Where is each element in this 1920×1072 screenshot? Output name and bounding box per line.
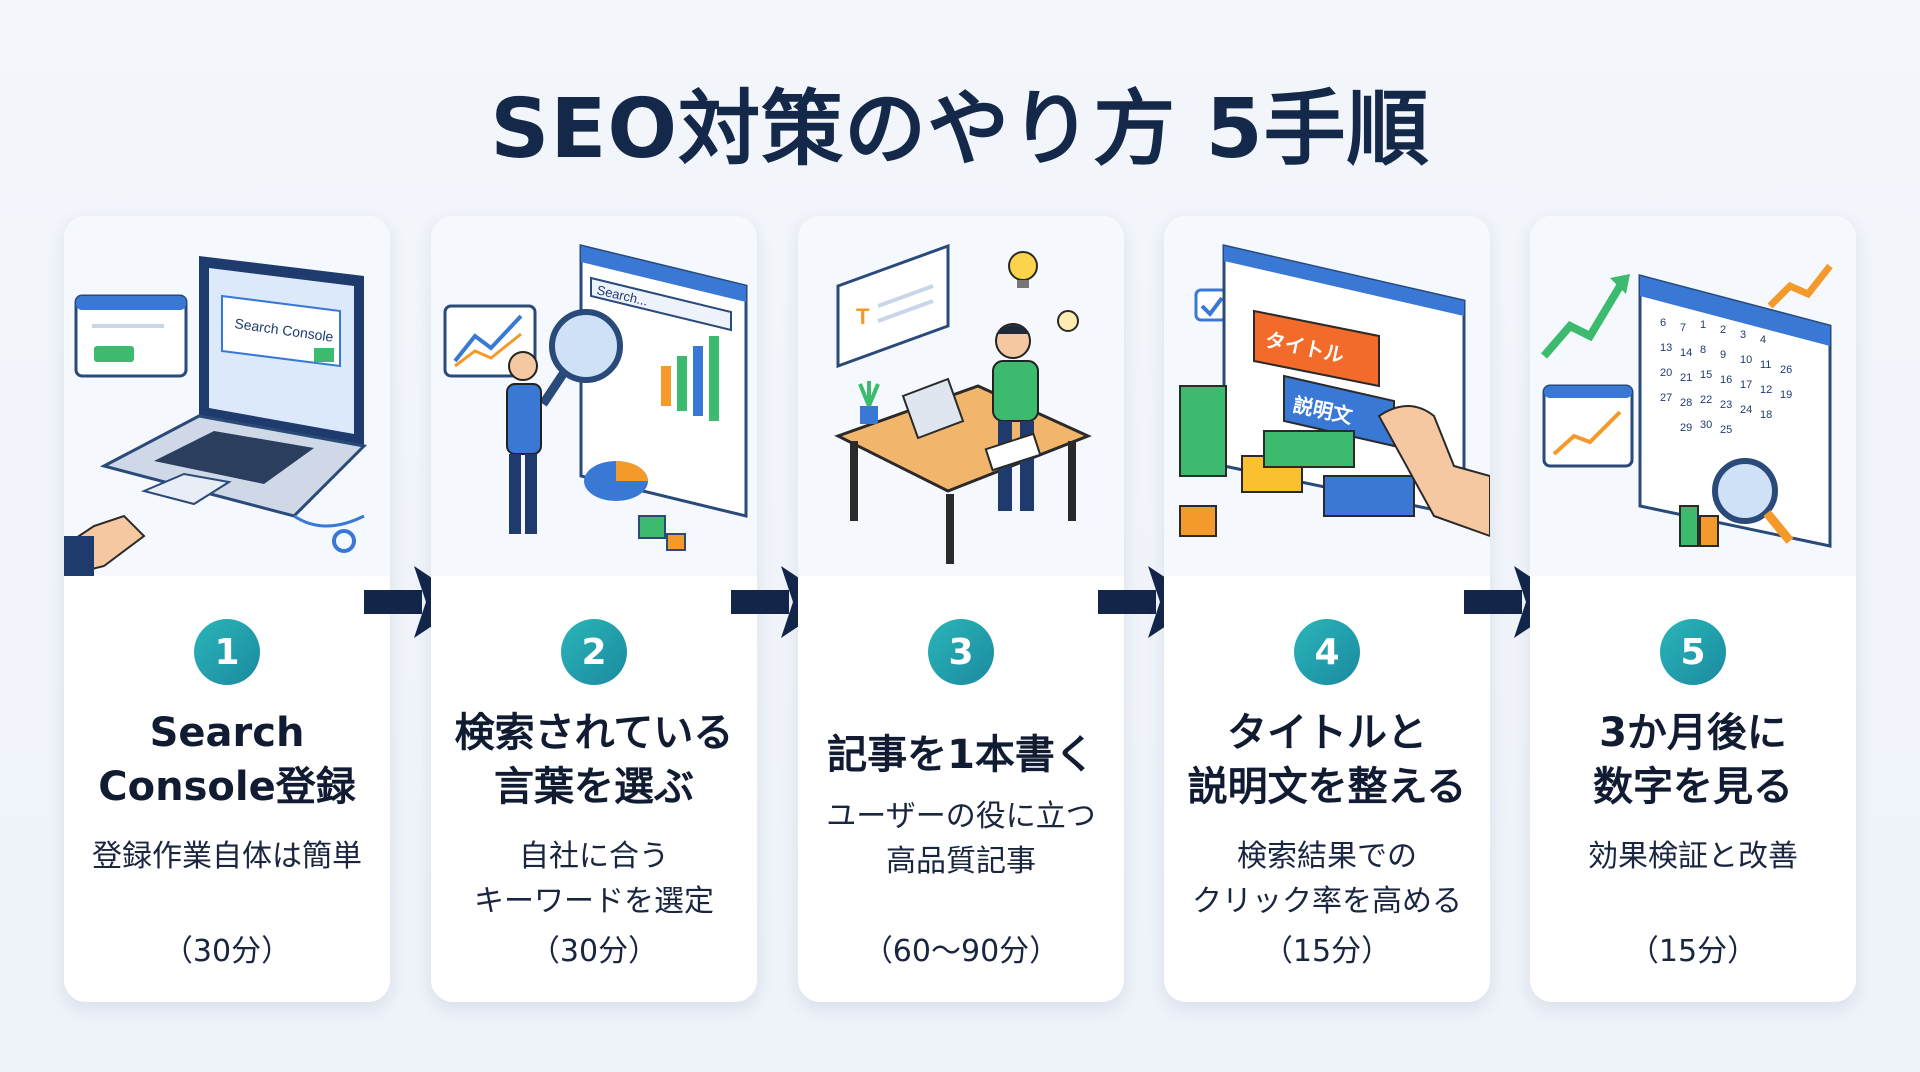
- hand-icon: [64, 514, 146, 576]
- step-number-badge: 4: [1294, 619, 1360, 685]
- step-title: 記事を1本書く: [827, 732, 1095, 778]
- calendar-day: 24: [1740, 404, 1752, 416]
- step-card-5: 6 7 1 2 3 4 13 14 8 9 10 11 20 21 15 16 …: [1530, 216, 1856, 1002]
- step-card-2: Search... 2 検索されている 言葉を選ぶ 自社に合う キーワードを選定: [431, 216, 757, 1002]
- calendar-day: 8: [1700, 344, 1706, 356]
- text-letter-label: T: [856, 304, 870, 329]
- step-title: 3か月後に 数字を見る: [1593, 710, 1793, 810]
- calendar-day: 14: [1680, 347, 1692, 359]
- calendar-day: 26: [1780, 364, 1792, 376]
- calendar-day: 23: [1720, 399, 1732, 411]
- person-icon: [506, 351, 542, 534]
- speech-bubble-icon: T: [836, 243, 950, 369]
- hand-icon: [1377, 405, 1490, 538]
- laptop-search-console-illustration: Search Console: [64, 216, 390, 576]
- calendar-icon: 6 7 1 2 3 4 13 14 8 9 10 11 20 21 15 16 …: [1638, 274, 1832, 548]
- calendar-day: 3: [1740, 329, 1746, 341]
- magnifier-icon: [539, 309, 623, 407]
- title-description-illustration: タイトル 説明文: [1164, 216, 1490, 576]
- calendar-day: 10: [1740, 354, 1752, 366]
- calendar-day: 17: [1740, 379, 1752, 391]
- lightbulb-icon: [1008, 251, 1079, 332]
- calendar-day: 22: [1700, 394, 1712, 406]
- description-block: 説明文: [1283, 374, 1395, 448]
- step-description: 検索結果での クリック率を高める: [1192, 839, 1462, 919]
- step-title: タイトルと 説明文を整える: [1187, 710, 1467, 810]
- calendar-day: 4: [1760, 334, 1766, 346]
- calendar-day: 29: [1680, 422, 1692, 434]
- plant-icon: [858, 381, 880, 424]
- step-description: 登録作業自体は簡単: [92, 839, 362, 874]
- step-title: Search Console登録: [98, 710, 356, 810]
- calendar-day: 30: [1700, 419, 1712, 431]
- calendar-day: 28: [1680, 397, 1692, 409]
- step-description: 自社に合う キーワードを選定: [474, 839, 714, 919]
- calendar-day: 6: [1660, 317, 1666, 329]
- laptop-icon: Search Console: [99, 256, 368, 528]
- step-description: ユーザーの役に立つ 高品質記事: [826, 799, 1096, 879]
- analytics-calendar-illustration: 6 7 1 2 3 4 13 14 8 9 10 11 20 21 15 16 …: [1530, 216, 1856, 576]
- writing-article-illustration: T: [798, 216, 1124, 576]
- calendar-day: 27: [1660, 392, 1672, 404]
- calendar-day: 7: [1680, 322, 1686, 334]
- browser-window-icon: [74, 294, 188, 378]
- calendar-day: 16: [1720, 374, 1732, 386]
- blocks-icon: [1179, 385, 1415, 537]
- pie-chart-icon: [584, 461, 648, 501]
- calendar-day: 20: [1660, 367, 1672, 379]
- checkbox-icon: [1194, 288, 1228, 322]
- browser-window-icon: Search...: [579, 244, 748, 518]
- calendar-day: 15: [1700, 369, 1712, 381]
- step-card-4: タイトル 説明文 4 タイトルと 説明文を整える 検索結果での クリック率を高め…: [1164, 216, 1490, 1002]
- calendar-day: 13: [1660, 342, 1672, 354]
- step-number-badge: 1: [194, 619, 260, 685]
- trend-arrow-icon: [1540, 263, 1833, 359]
- calendar-day: 12: [1760, 384, 1772, 396]
- step-time: （30分）: [529, 934, 659, 969]
- gear-icon: [332, 529, 356, 553]
- step-time: （60〜90分）: [862, 934, 1060, 969]
- keyword-research-illustration: Search...: [431, 216, 757, 576]
- laptop-icon: [901, 377, 965, 440]
- step-time: （15分）: [1262, 934, 1392, 969]
- chart-window-icon: [1542, 384, 1634, 468]
- calendar-day: 21: [1680, 372, 1692, 384]
- step-time: （15分）: [1628, 934, 1758, 969]
- step-description: 効果検証と改善: [1588, 839, 1798, 874]
- calendar-day: 19: [1780, 389, 1792, 401]
- calendar-day: 18: [1760, 409, 1772, 421]
- page-title: SEO対策のやり方 5手順: [490, 82, 1430, 177]
- title-block: タイトル: [1253, 309, 1380, 388]
- step-title: 検索されている 言葉を選ぶ: [454, 710, 734, 810]
- step-card-1: Search Console 1 Search Console登録 登録作業自体…: [64, 216, 390, 1002]
- step-card-3: T 3 記事を1本: [798, 216, 1124, 1002]
- calendar-day: 1: [1700, 319, 1706, 331]
- calendar-day: 11: [1760, 359, 1771, 371]
- step-number-badge: 3: [928, 619, 994, 685]
- step-number-badge: 2: [561, 619, 627, 685]
- step-time: （30分）: [162, 934, 292, 969]
- magnifier-icon: [1712, 458, 1794, 544]
- calendar-day: 9: [1720, 349, 1726, 361]
- calendar-day: 25: [1720, 424, 1732, 436]
- calendar-day: 2: [1720, 324, 1726, 336]
- step-number-badge: 5: [1660, 619, 1726, 685]
